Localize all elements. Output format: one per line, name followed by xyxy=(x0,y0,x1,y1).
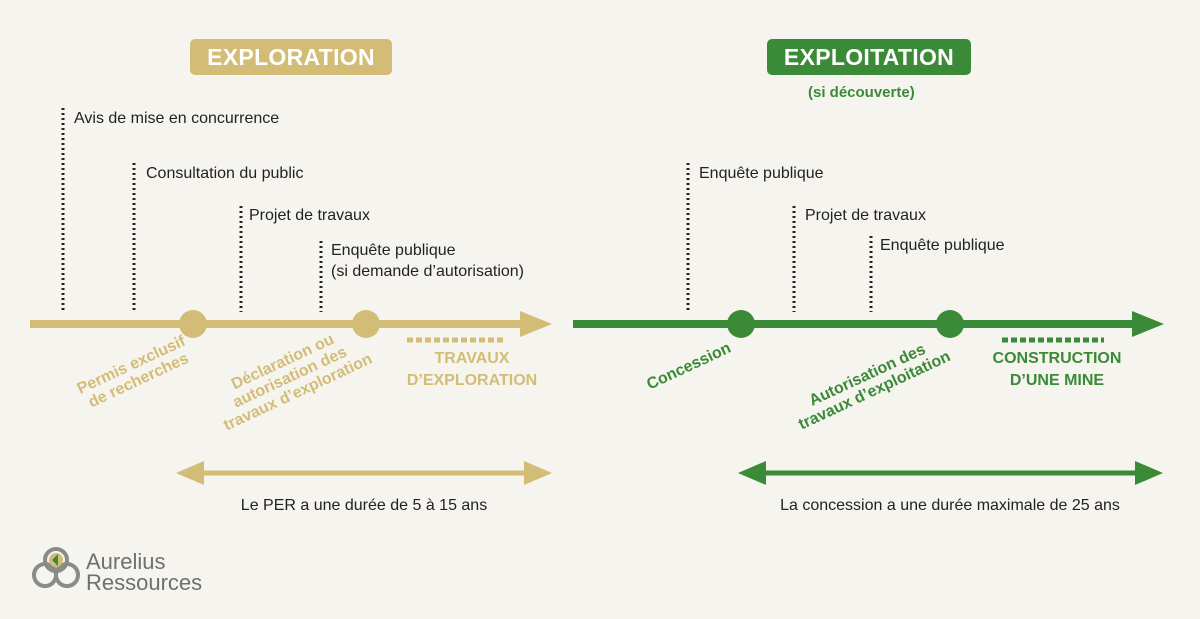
step-enquete-concession: Enquête publique xyxy=(699,165,824,182)
step-projet-travaux-exploitation: Projet de travaux xyxy=(805,207,926,224)
exploitation-subtitle: (si découverte) xyxy=(808,84,915,101)
exploration-title: EXPLORATION xyxy=(190,39,392,75)
step-enquete-publique-line2: (si demande d’autorisation) xyxy=(331,263,524,280)
exploration-timeline xyxy=(30,310,552,343)
exploitation-arrowhead xyxy=(1132,311,1164,337)
step-avis-concurrence: Avis de mise en concurrence xyxy=(74,110,280,127)
exploitation-works-label: CONSTRUCTION D’UNE MINE xyxy=(992,350,1122,389)
step-projet-travaux: Projet de travaux xyxy=(249,207,370,224)
exploitation-title: EXPLOITATION xyxy=(767,39,971,75)
step-enquete-publique-line1: Enquête publique xyxy=(331,242,456,259)
exploitation-duration-arrow xyxy=(738,461,1163,485)
milestone-autorisation xyxy=(936,310,964,338)
exploration-arrowhead xyxy=(520,311,552,337)
exploitation-duration: La concession a une durée maximale de 25… xyxy=(780,497,1120,514)
logo-name: Aurelius Ressources xyxy=(86,549,203,595)
step-enquete-publique: Enquête publique (si demande d’autorisat… xyxy=(331,240,524,282)
step-enquete-exploitation: Enquête publique xyxy=(880,237,1005,254)
exploitation-timeline xyxy=(573,310,1164,343)
interlocking-rings-logo-icon xyxy=(32,547,80,588)
step-consultation-public: Consultation du public xyxy=(146,165,304,182)
milestone-declaration xyxy=(352,310,380,338)
exploration-duration: Le PER a une durée de 5 à 15 ans xyxy=(240,497,488,514)
exploration-step-markers xyxy=(61,108,323,312)
exploitation-step-markers xyxy=(686,163,873,312)
milestone-per xyxy=(179,310,207,338)
milestone-concession xyxy=(727,310,755,338)
exploration-works-label: TRAVAUX D’EXPLORATION xyxy=(406,350,538,389)
exploration-duration-arrow xyxy=(176,461,552,485)
